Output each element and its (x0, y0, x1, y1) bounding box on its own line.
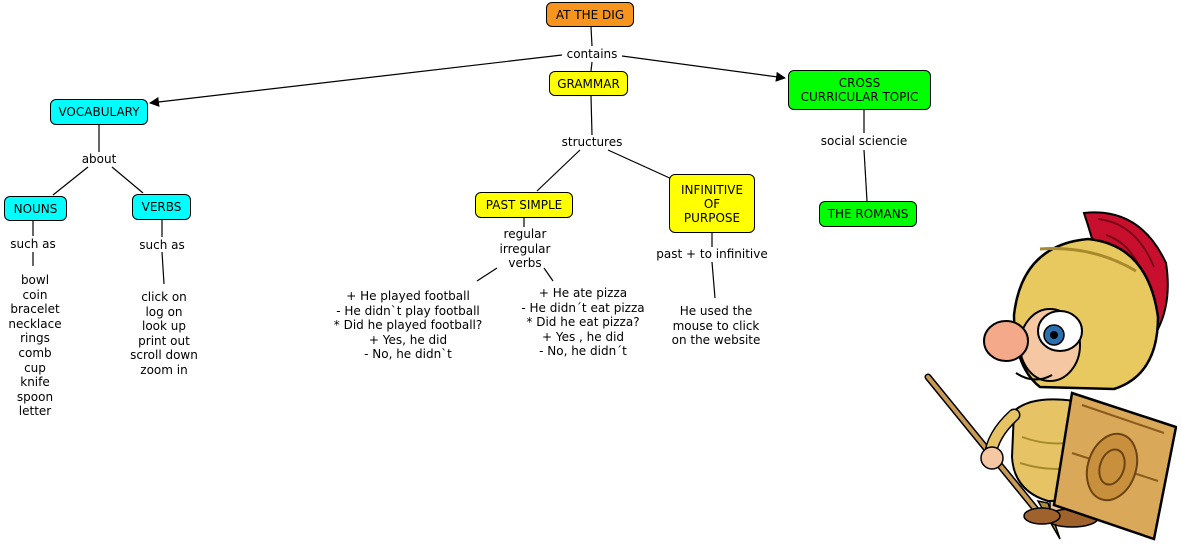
verbs-node[interactable]: VERBS (132, 194, 191, 220)
roman-soldier-illustration (924, 211, 1177, 541)
link-regular-irregular-verbs: regular irregular verbs (490, 227, 560, 271)
list-item: letter (18, 404, 52, 419)
list-item: + He played football (346, 289, 470, 303)
list-item: + He ate pizza (538, 286, 628, 300)
vocabulary-node[interactable]: VOCABULARY (50, 99, 148, 125)
link-social-sciencie: social sciencie (820, 134, 908, 148)
list-item: necklace (8, 316, 62, 331)
list-item: coin (22, 287, 48, 302)
nouns-examples-list: bowl coin bracelet necklace rings comb c… (0, 273, 70, 419)
link-past-to-infinitive: past + to infinitive (656, 247, 768, 261)
link-verbs-such-as: such as (139, 238, 185, 252)
list-item: cup (24, 360, 46, 375)
list-item: * Did he eat pizza? (526, 315, 640, 330)
link-about: about (81, 152, 117, 166)
list-item: zoom in (140, 362, 188, 377)
nouns-node[interactable]: NOUNS (4, 196, 67, 221)
pizza-examples-list: + He ate pizza - He didn´t eat pizza * D… (515, 286, 651, 359)
list-item: click on (141, 290, 187, 304)
link-contains: contains (566, 47, 618, 61)
link-structures: structures (561, 135, 623, 149)
list-item: spoon (16, 389, 54, 404)
list-item: - He didn´t eat pizza (521, 300, 645, 315)
list-item: - He didn`t play football (336, 303, 480, 318)
list-item: bracelet (10, 302, 60, 317)
root-node-at-the-dig[interactable]: AT THE DIG (546, 2, 634, 27)
list-item: mouse to click (672, 318, 760, 333)
list-item: on the website (671, 333, 761, 348)
list-item: scroll down (130, 348, 198, 363)
football-examples-list: + He played football - He didn`t play fo… (330, 289, 486, 362)
list-item: - No, he didn´t (539, 344, 627, 359)
list-item: * Did he played football? (333, 318, 483, 333)
list-item: look up (141, 319, 186, 334)
infinitive-example-text: He used the mouse to click on the websit… (664, 304, 768, 348)
list-item: knife (20, 375, 50, 390)
list-item: + Yes , he did (541, 329, 625, 344)
link-text-line: verbs (508, 256, 542, 270)
link-text-line: regular (503, 227, 547, 241)
link-text-line: irregular (499, 241, 551, 256)
cross-curricular-topic-node[interactable]: CROSS CURRICULAR TOPIC (788, 70, 931, 110)
list-item: comb (18, 345, 52, 360)
infinitive-of-purpose-node[interactable]: INFINITIVE OF PURPOSE (669, 174, 755, 233)
list-item: print out (138, 333, 190, 348)
list-item: bowl (20, 273, 50, 287)
verbs-examples-list: click on log on look up print out scroll… (120, 290, 208, 378)
past-simple-node[interactable]: PAST SIMPLE (475, 192, 573, 218)
grammar-node[interactable]: GRAMMAR (549, 71, 628, 96)
the-romans-node[interactable]: THE ROMANS (819, 201, 917, 227)
list-item: He used the (679, 304, 753, 318)
link-nouns-such-as: such as (10, 237, 56, 251)
list-item: + Yes, he did (368, 332, 448, 347)
list-item: - No, he didn`t (364, 347, 452, 362)
list-item: rings (20, 331, 50, 346)
list-item: log on (145, 304, 183, 319)
